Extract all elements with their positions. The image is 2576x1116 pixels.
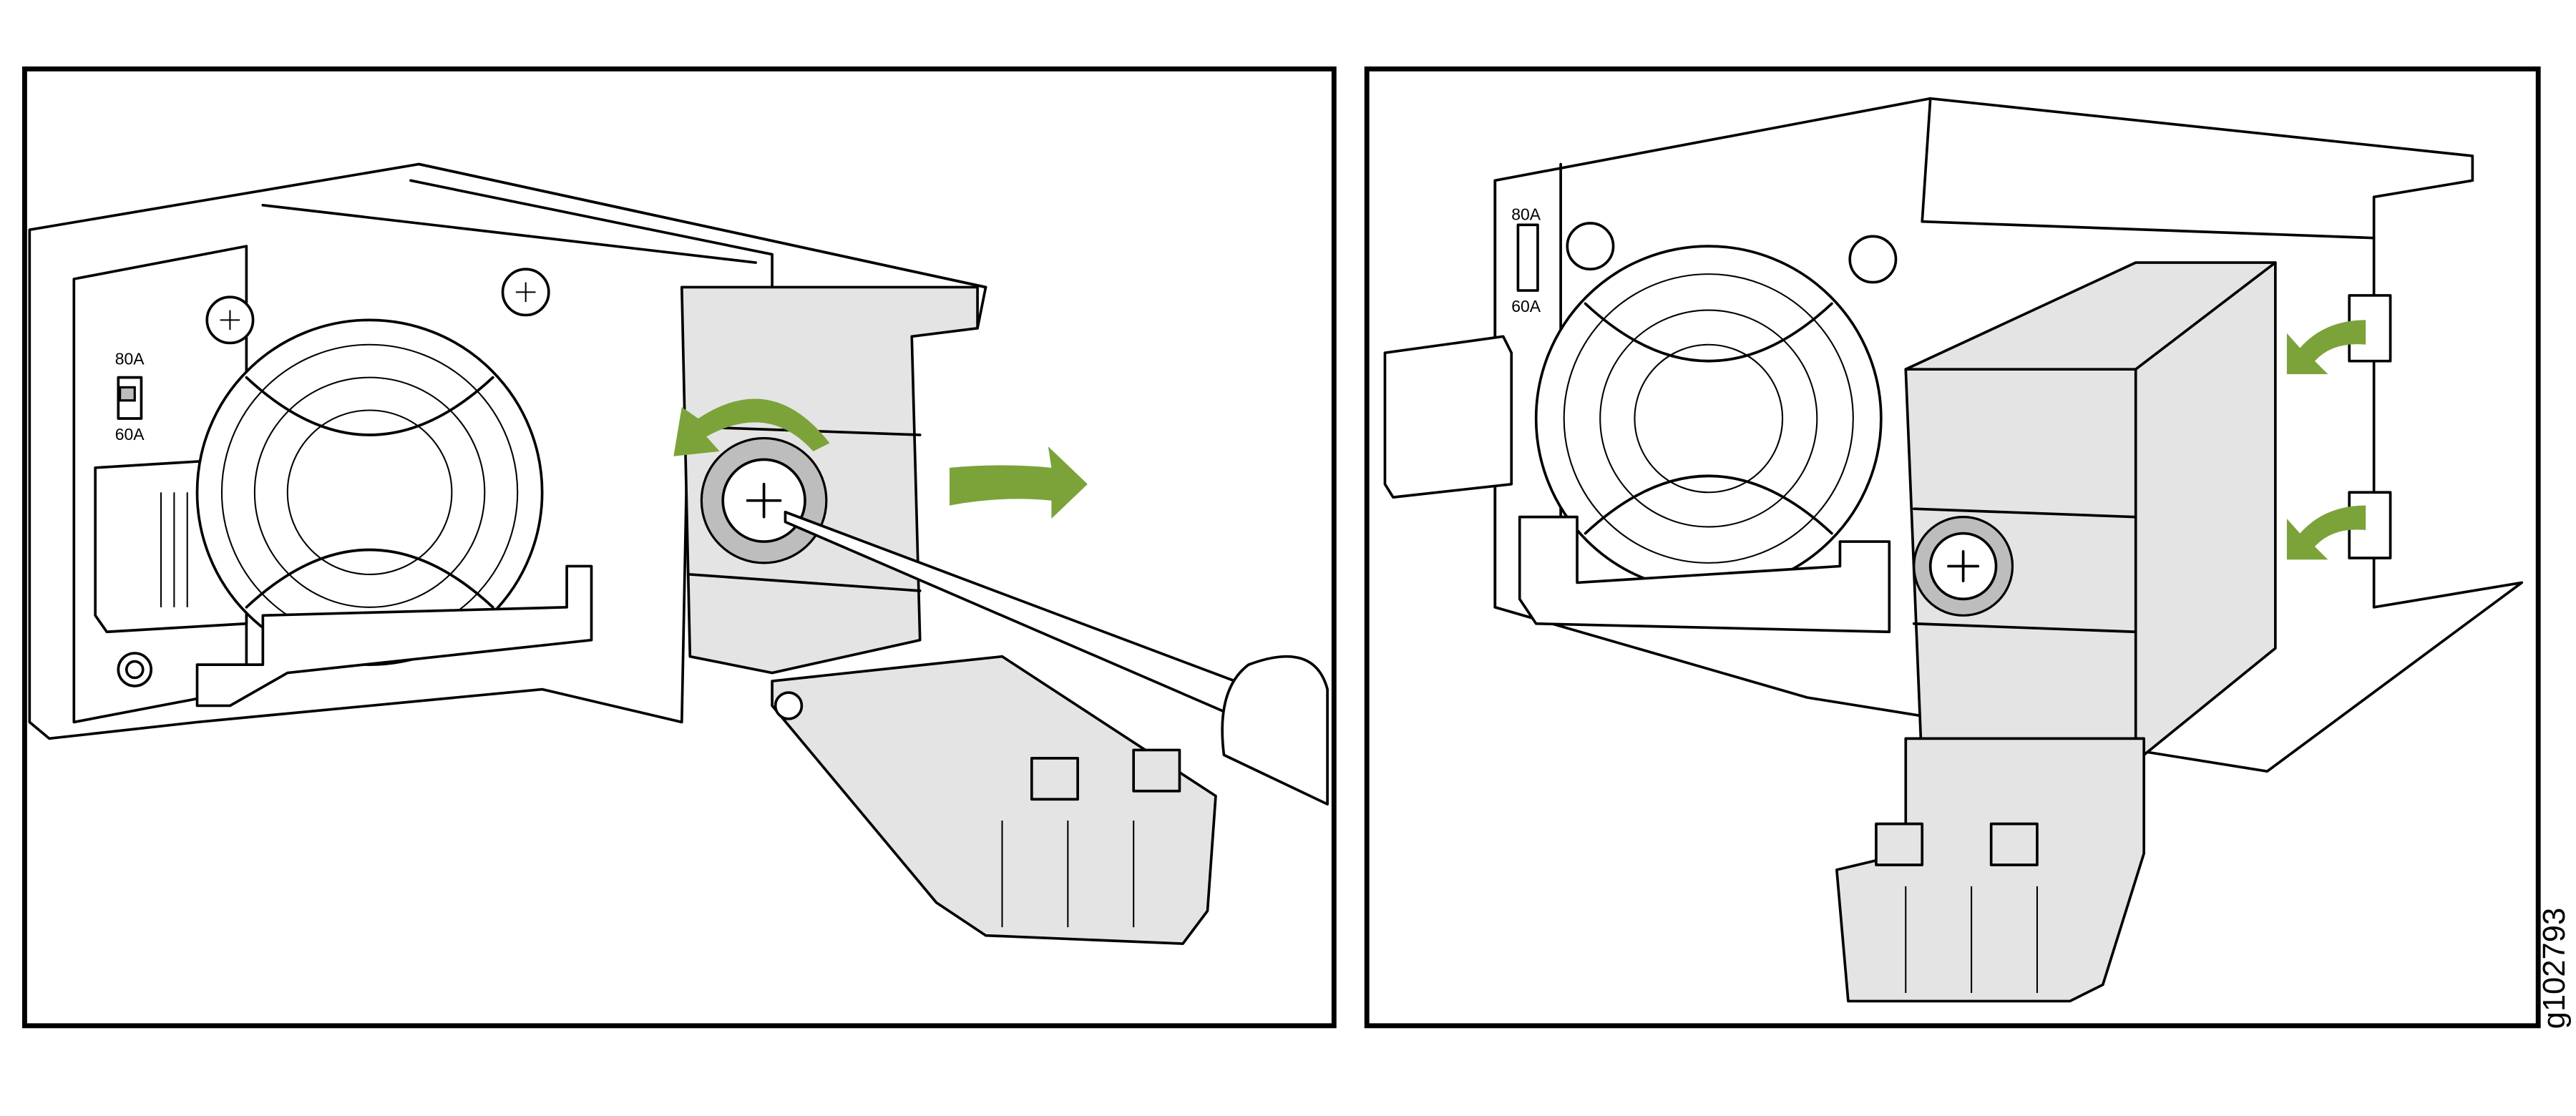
cover-panel (1835, 261, 2277, 1003)
power-connector (1383, 335, 1513, 499)
panel-right: 80A 60A (1364, 66, 2541, 1029)
panel-left: 80A 60A (21, 66, 1337, 1029)
screwdriver (784, 510, 1329, 806)
fan (1534, 222, 1898, 592)
switch-label-60a: 60A (1511, 297, 1541, 315)
figure-id: g102793 (2537, 908, 2572, 1029)
switch-label-60a: 60A (115, 425, 145, 444)
switch-label-80a: 80A (1511, 205, 1541, 223)
switch-label-80a: 80A (115, 349, 145, 368)
cover-panel (680, 285, 1217, 945)
fan (195, 268, 550, 666)
captive-screw (700, 436, 828, 564)
captive-screw (1913, 516, 2014, 617)
rail-clips (2348, 294, 2392, 559)
push-arrow-top-icon (2286, 320, 2366, 375)
panel-left-frame (21, 66, 1337, 1029)
pull-arrow-icon (950, 446, 1088, 519)
handle (195, 564, 593, 708)
cover-latch (771, 655, 1217, 945)
push-arrow-bottom-icon (2286, 505, 2366, 560)
cover-latch (1835, 737, 2146, 1003)
panel-right-frame (1364, 66, 2541, 1029)
handle (1518, 515, 1891, 634)
counterclockwise-arrow-icon (673, 398, 830, 456)
